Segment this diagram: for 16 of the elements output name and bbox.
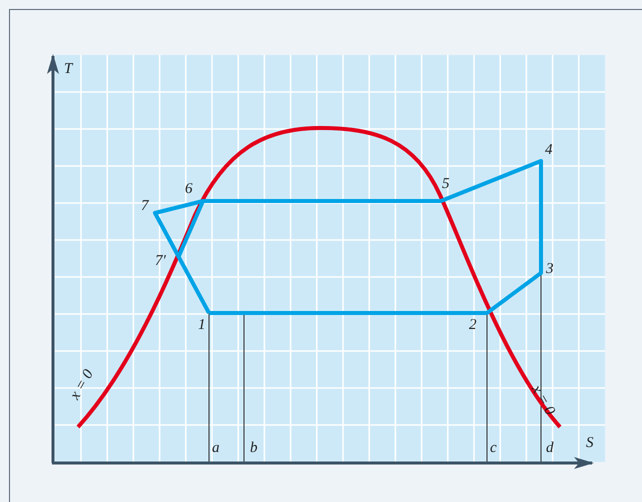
state-point-label: 4 <box>545 143 552 158</box>
state-point-label: 7′ <box>155 254 166 269</box>
state-point-label: 7 <box>141 199 148 214</box>
curve-label: x = 0 <box>528 383 557 418</box>
state-point-label: 2 <box>469 318 476 333</box>
curve-label: x = 0 <box>68 367 97 402</box>
state-point-label: 3 <box>546 262 554 277</box>
state-point-label: 6 <box>185 182 192 197</box>
point-label: d <box>546 441 554 456</box>
state-point-label: 1 <box>198 318 206 333</box>
state-point-label: 5 <box>442 177 450 192</box>
axis-label: T <box>64 62 72 77</box>
point-label: c <box>490 441 497 456</box>
axis-label: S <box>586 436 594 451</box>
point-label: b <box>250 441 258 456</box>
point-label: a <box>212 441 220 456</box>
